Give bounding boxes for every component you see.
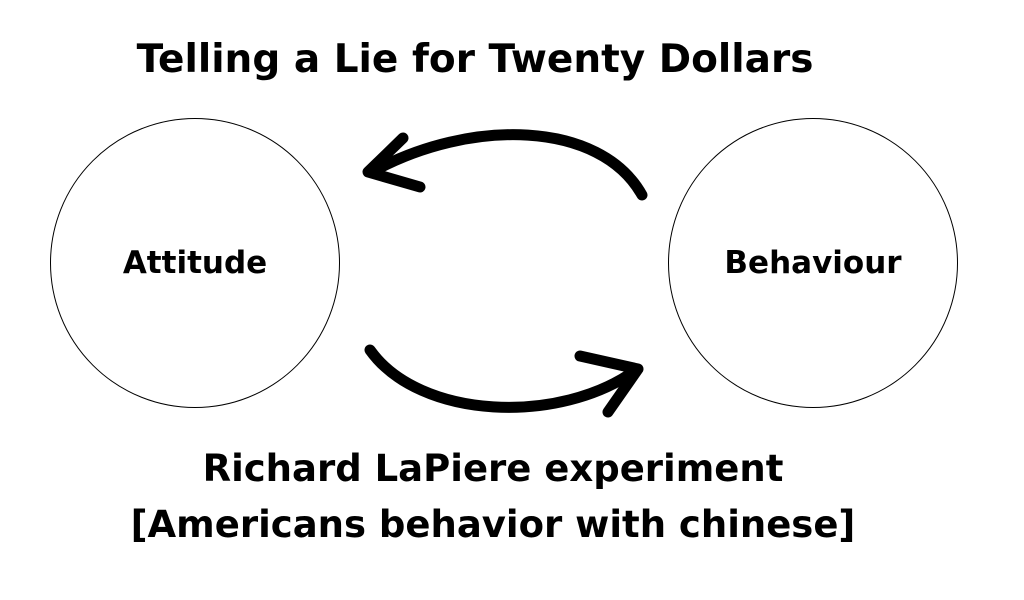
caption-line-2: [Americans behavior with chinese] — [130, 503, 856, 546]
attitude-label: Attitude — [122, 245, 268, 281]
behaviour-to-attitude-arrow — [362, 129, 648, 201]
behaviour-node: Behaviour — [668, 118, 958, 408]
diagram-title: Telling a Lie for Twenty Dollars — [136, 37, 814, 82]
attitude-node: Attitude — [50, 118, 340, 408]
caption-line-1: Richard LaPiere experiment — [202, 447, 784, 490]
behaviour-label: Behaviour — [724, 245, 902, 281]
attitude-to-behaviour-arrow — [364, 344, 644, 418]
